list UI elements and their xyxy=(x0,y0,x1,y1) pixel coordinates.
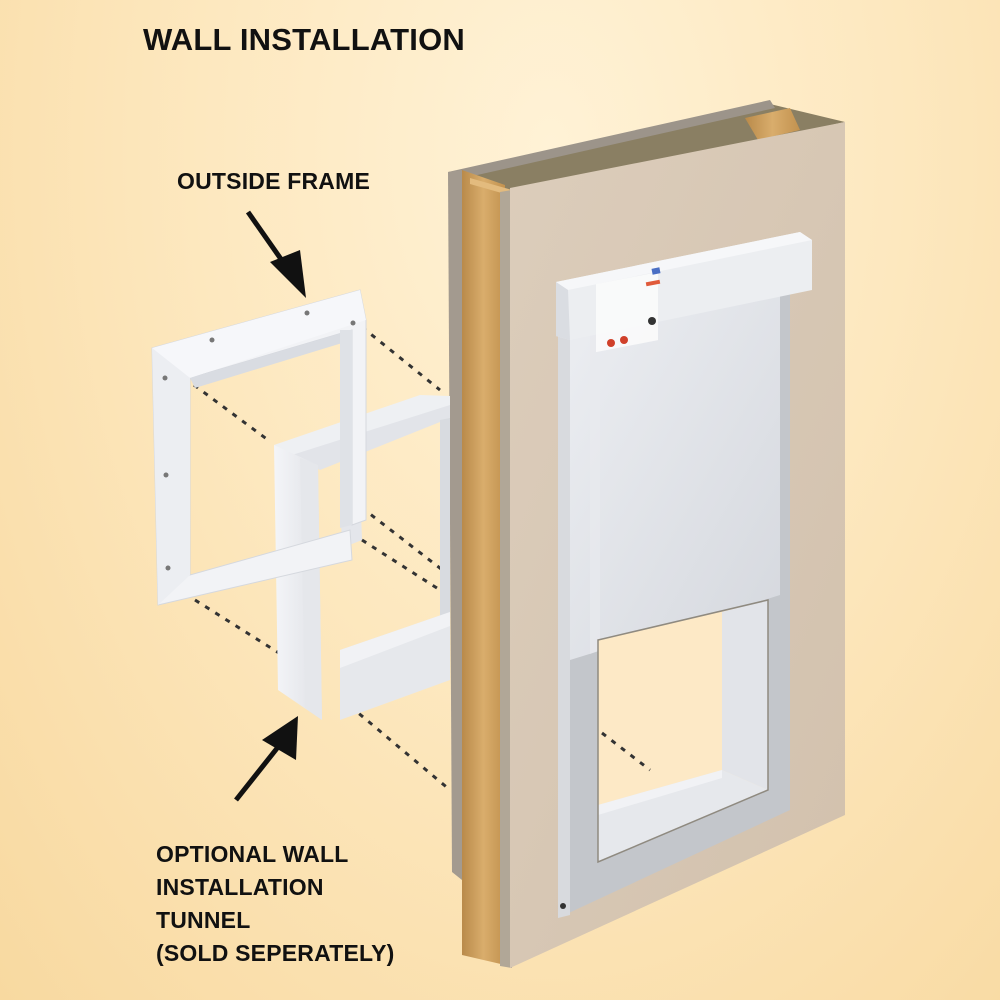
tunnel-label: OPTIONAL WALL INSTALLATION TUNNEL (SOLD … xyxy=(156,838,395,970)
alignment-guide-lines xyxy=(193,325,651,792)
tunnel-label-line-4: (SOLD SEPERATELY) xyxy=(156,940,395,966)
pet-door xyxy=(556,232,812,918)
tunnel-label-line-1: OPTIONAL WALL xyxy=(156,841,349,867)
arrow-tunnel-icon xyxy=(234,716,298,802)
outside-frame-label: OUTSIDE FRAME xyxy=(177,168,370,194)
page-title: WALL INSTALLATION xyxy=(143,22,465,57)
tunnel-label-line-2: INSTALLATION xyxy=(156,874,324,900)
tunnel-label-line-3: TUNNEL xyxy=(156,907,251,933)
outside-frame xyxy=(151,289,367,606)
arrow-outside-frame-icon xyxy=(245,210,306,298)
